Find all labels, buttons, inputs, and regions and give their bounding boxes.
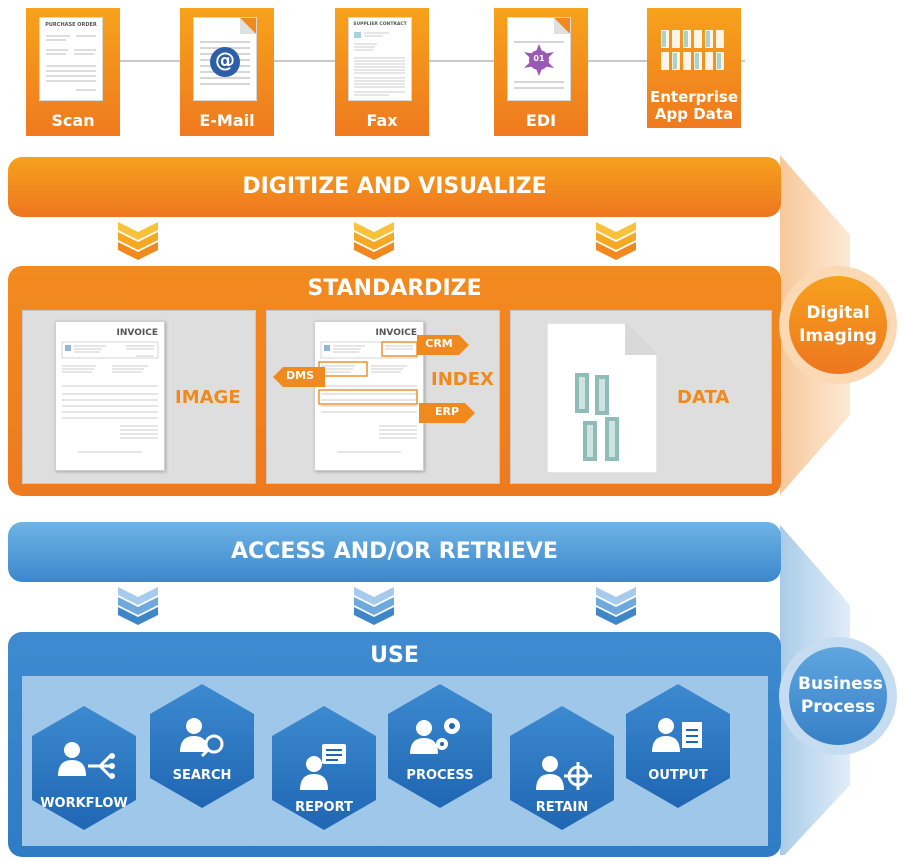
use-hexagons bbox=[32, 684, 730, 830]
digital-imaging-label: Digital Imaging bbox=[799, 303, 877, 346]
invoice-lines bbox=[318, 341, 418, 453]
data-document-icon bbox=[547, 323, 657, 473]
chevron-down-icon bbox=[118, 222, 158, 260]
dms-tag-arrow bbox=[273, 367, 325, 387]
source-edi: 01 EDI bbox=[494, 8, 588, 136]
document-lines bbox=[46, 35, 96, 91]
invoice-title: INVOICE bbox=[375, 328, 417, 338]
erp-tag-arrow bbox=[419, 403, 475, 423]
access-bar: ACCESS AND/OR RETRIEVE bbox=[8, 522, 781, 582]
supplier-contract-thumbnail: SUPPLIER CONTRACT bbox=[348, 17, 412, 101]
dms-tag: DMS bbox=[286, 369, 314, 382]
data-panel: DATA bbox=[510, 310, 772, 484]
invoice-lines bbox=[61, 341, 159, 453]
source-fax: SUPPLIER CONTRACT Fax bbox=[335, 8, 429, 136]
indexed-invoice-thumbnail: INVOICE bbox=[314, 321, 424, 471]
purchase-order-thumbnail: PURCHASE ORDER bbox=[39, 17, 103, 101]
erp-tag: ERP bbox=[434, 405, 460, 418]
data-label: DATA bbox=[677, 387, 730, 408]
use-item-report: REPORT bbox=[295, 800, 353, 815]
digital-imaging-circle: Digital Imaging bbox=[789, 276, 887, 374]
email-thumbnail: @ bbox=[193, 17, 257, 101]
source-enterprise-app-data: Enterprise App Data bbox=[647, 8, 741, 128]
index-label: INDEX bbox=[431, 369, 494, 390]
chevron-down-icon bbox=[354, 222, 394, 260]
use-item-output: OUTPUT bbox=[648, 768, 708, 783]
use-item-search: SEARCH bbox=[172, 768, 232, 783]
invoice-title: INVOICE bbox=[116, 328, 158, 338]
edi-thumbnail: 01 bbox=[507, 17, 571, 101]
standardize-title: STANDARDIZE bbox=[307, 276, 482, 301]
source-label: Enterprise App Data bbox=[649, 88, 739, 123]
source-label: E-Mail bbox=[199, 110, 255, 130]
chevron-down-icon bbox=[596, 222, 636, 260]
business-process-circle: Business Process bbox=[789, 647, 887, 745]
image-label: IMAGE bbox=[175, 387, 241, 408]
doc-title: SUPPLIER CONTRACT bbox=[353, 22, 407, 27]
crm-tag-arrow bbox=[417, 335, 469, 355]
source-email: @ E-Mail bbox=[180, 8, 274, 136]
edi-symbol: 01 bbox=[533, 54, 545, 63]
image-panel: INVOICE IMAGE bbox=[22, 310, 256, 484]
crm-tag: CRM bbox=[425, 337, 453, 350]
business-process-label: Business Process bbox=[798, 674, 883, 717]
use-title: USE bbox=[370, 643, 419, 668]
chevron-down-icon bbox=[354, 587, 394, 625]
digitize-bar: DIGITIZE AND VISUALIZE bbox=[8, 157, 781, 217]
index-panel: INVOICE CRM DMS ER bbox=[266, 310, 500, 484]
at-symbol: @ bbox=[215, 48, 235, 72]
doc-title: PURCHASE ORDER bbox=[45, 22, 97, 28]
source-scan: PURCHASE ORDER Scan bbox=[26, 8, 120, 136]
invoice-thumbnail: INVOICE bbox=[55, 321, 165, 471]
app-data-grid-icon bbox=[661, 30, 724, 70]
use-item-workflow: WORKFLOW bbox=[40, 796, 128, 811]
email-document-icon bbox=[200, 18, 256, 85]
chevron-down-icon bbox=[596, 587, 636, 625]
source-label: Scan bbox=[51, 110, 95, 130]
source-label: EDI bbox=[525, 110, 557, 130]
chevron-down-icon bbox=[118, 587, 158, 625]
use-item-retain: RETAIN bbox=[535, 800, 589, 815]
document-lines bbox=[354, 32, 405, 96]
source-label: Fax bbox=[366, 110, 398, 130]
use-item-process: PROCESS bbox=[406, 768, 474, 783]
edi-document-icon bbox=[514, 18, 570, 89]
